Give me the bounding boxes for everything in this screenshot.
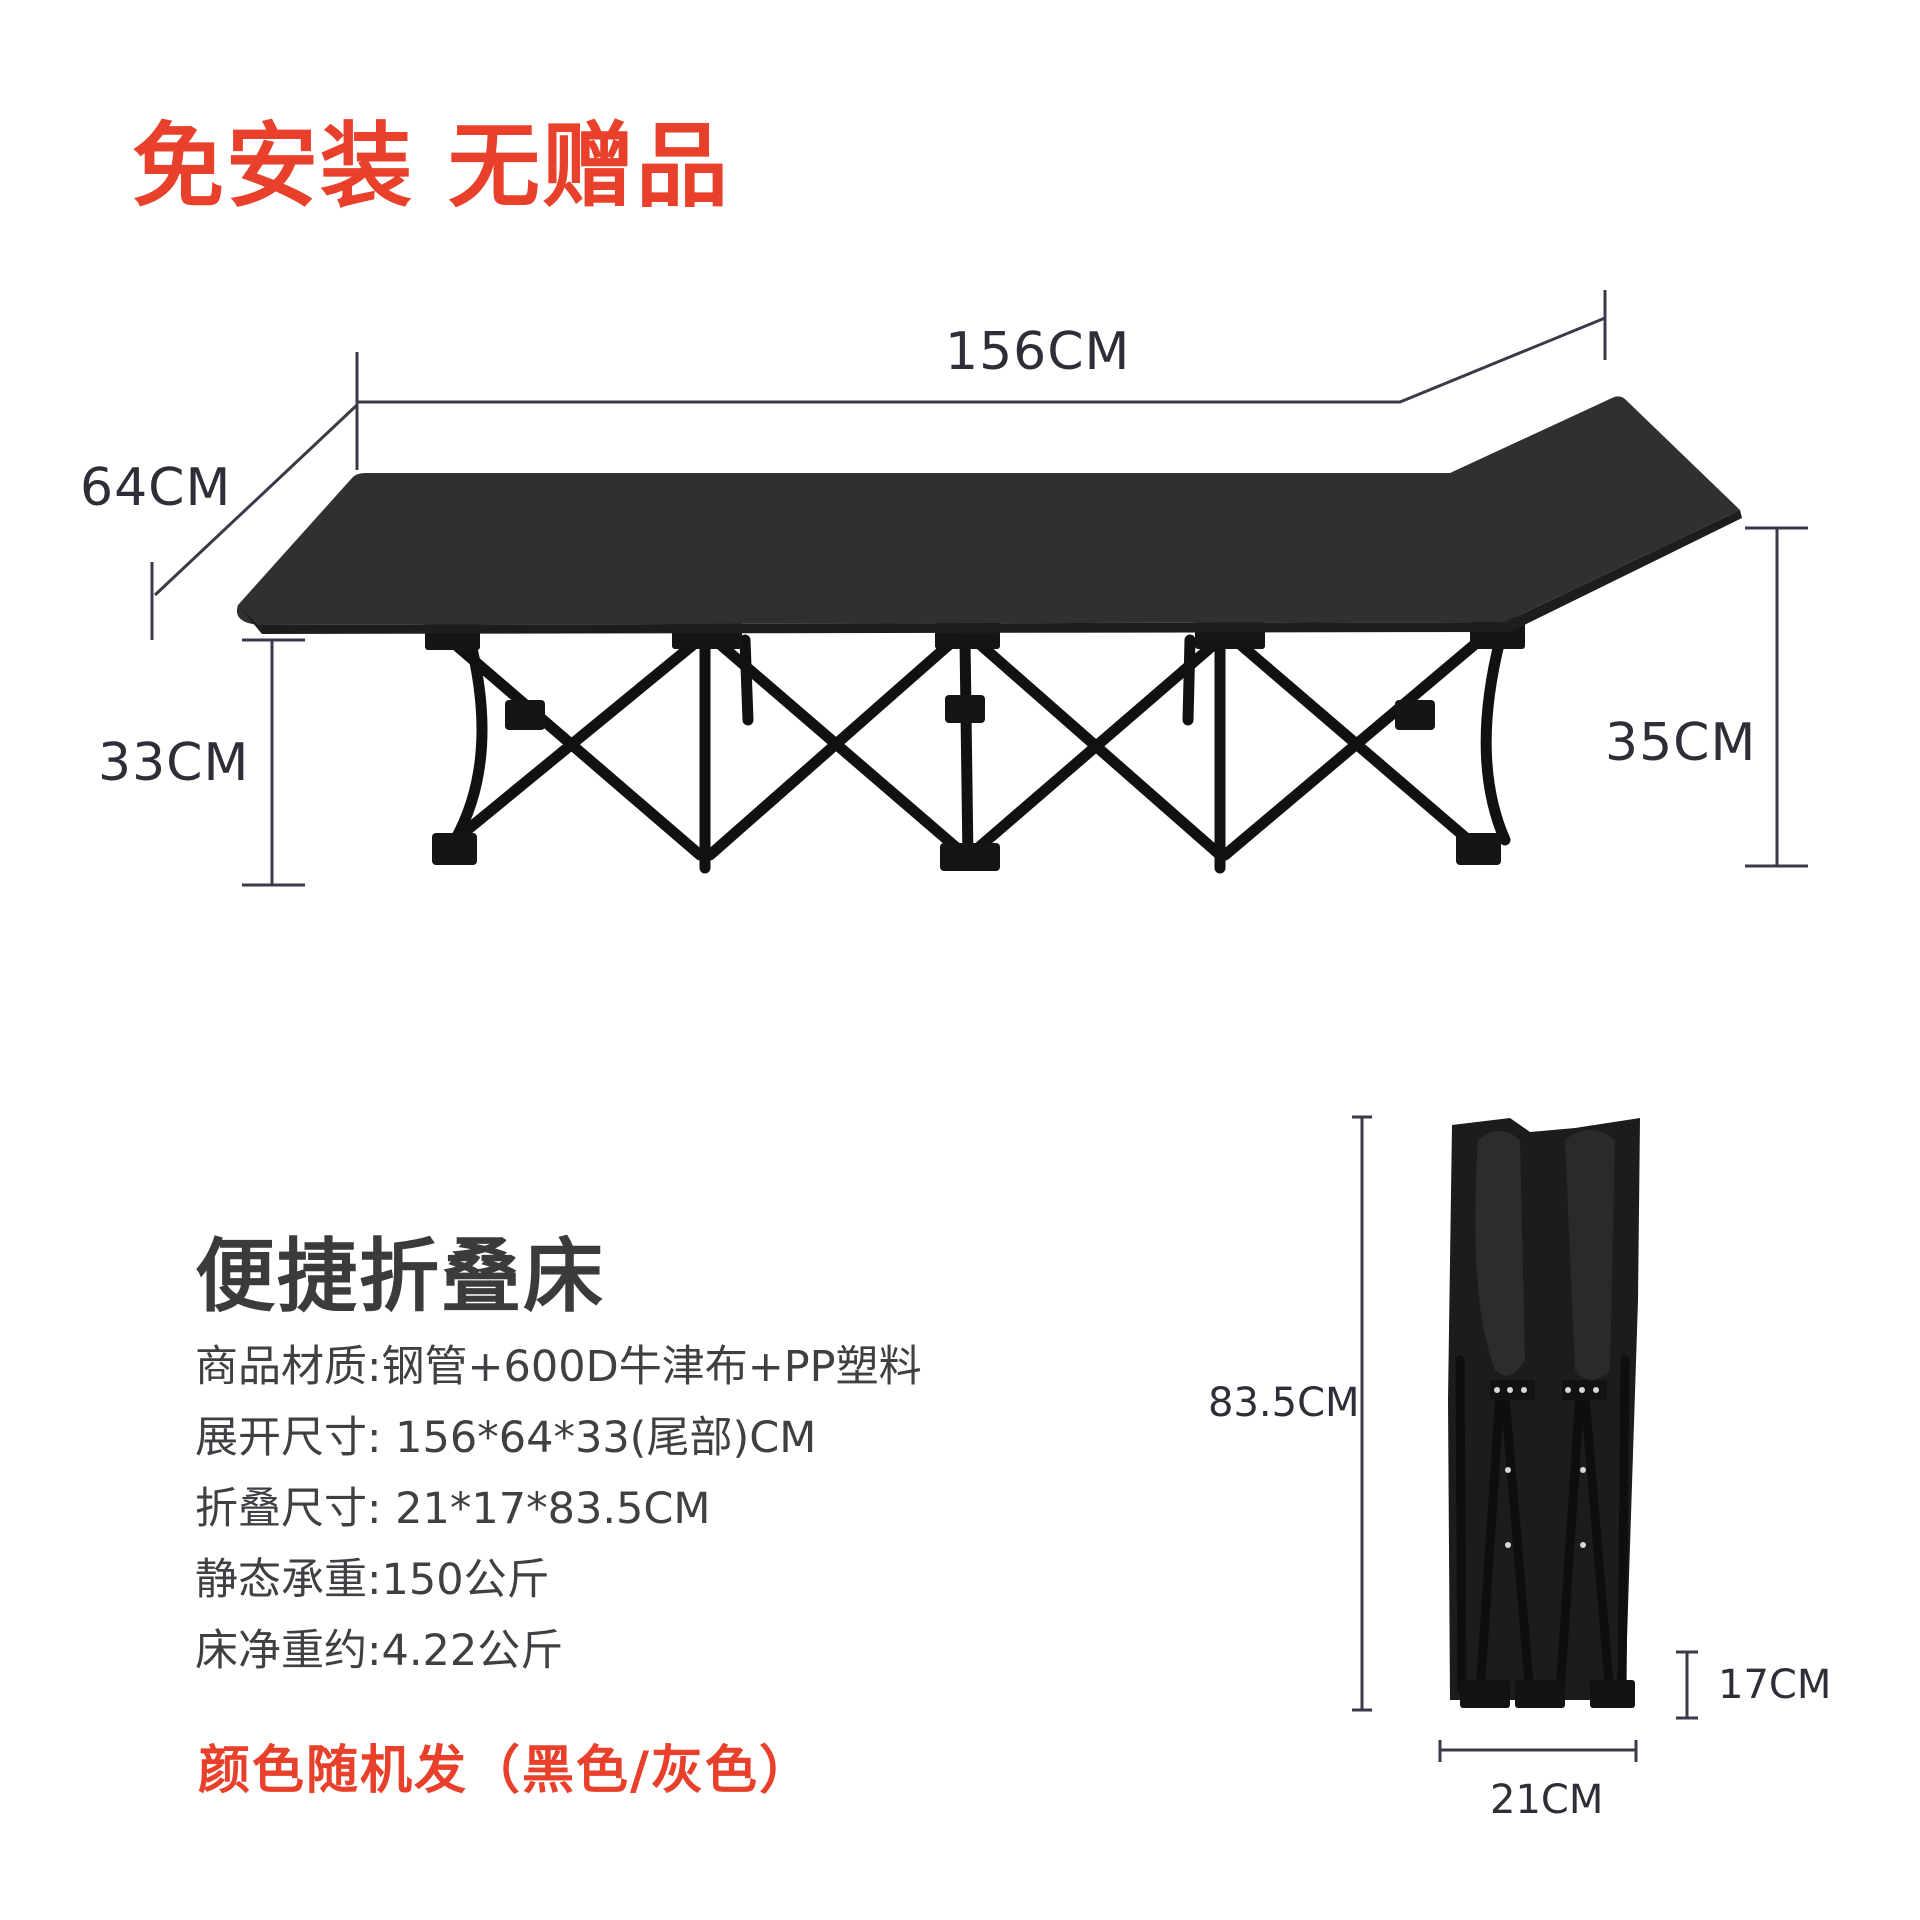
dimension-foot-height-label: 33CM <box>98 733 250 793</box>
headline-no-install-no-gifts: 免安装 无赠品 <box>132 113 731 220</box>
spec-label: 床净重约: <box>195 1626 382 1676</box>
dimension-length-label: 156CM <box>945 322 1131 382</box>
spec-row-net-weight: 床净重约:4.22公斤 <box>195 1616 922 1687</box>
folded-depth-label: 17CM <box>1718 1662 1832 1708</box>
spec-row-material: 商品材质:钢管+600D牛津布+PP塑料 <box>195 1332 922 1403</box>
folded-width-label: 21CM <box>1490 1777 1604 1823</box>
dimension-lines-folded <box>1352 1115 1698 1762</box>
color-random-note: 颜色随机发（黑色/灰色） <box>198 1741 813 1801</box>
folded-cot-image <box>1448 1118 1640 1708</box>
spec-label: 静态承重: <box>195 1555 382 1605</box>
spec-value: 钢管+600D牛津布+PP塑料 <box>381 1342 922 1392</box>
spec-row-unfolded-size: 展开尺寸: 156*64*33(尾部)CM <box>195 1403 922 1474</box>
dimension-lines-unfolded <box>150 290 1808 887</box>
spec-value: 4.22公斤 <box>381 1626 564 1676</box>
spec-value: 150公斤 <box>381 1555 550 1605</box>
folded-height-label: 83.5CM <box>1208 1380 1360 1426</box>
spec-label: 折叠尺寸: <box>195 1484 382 1534</box>
product-name: 便捷折叠床 <box>195 1230 605 1323</box>
spec-label: 商品材质: <box>195 1342 382 1392</box>
spec-value: 156*64*33(尾部)CM <box>381 1413 817 1463</box>
unfolded-cot-image <box>236 396 1742 874</box>
spec-value: 21*17*83.5CM <box>381 1484 711 1534</box>
spec-row-static-load: 静态承重:150公斤 <box>195 1545 922 1616</box>
spec-list: 商品材质:钢管+600D牛津布+PP塑料 展开尺寸: 156*64*33(尾部)… <box>195 1332 922 1687</box>
dimension-width-label: 64CM <box>80 458 232 518</box>
spec-row-folded-size: 折叠尺寸: 21*17*83.5CM <box>195 1474 922 1545</box>
spec-label: 展开尺寸: <box>195 1413 382 1463</box>
dimension-head-height-label: 35CM <box>1605 713 1757 773</box>
